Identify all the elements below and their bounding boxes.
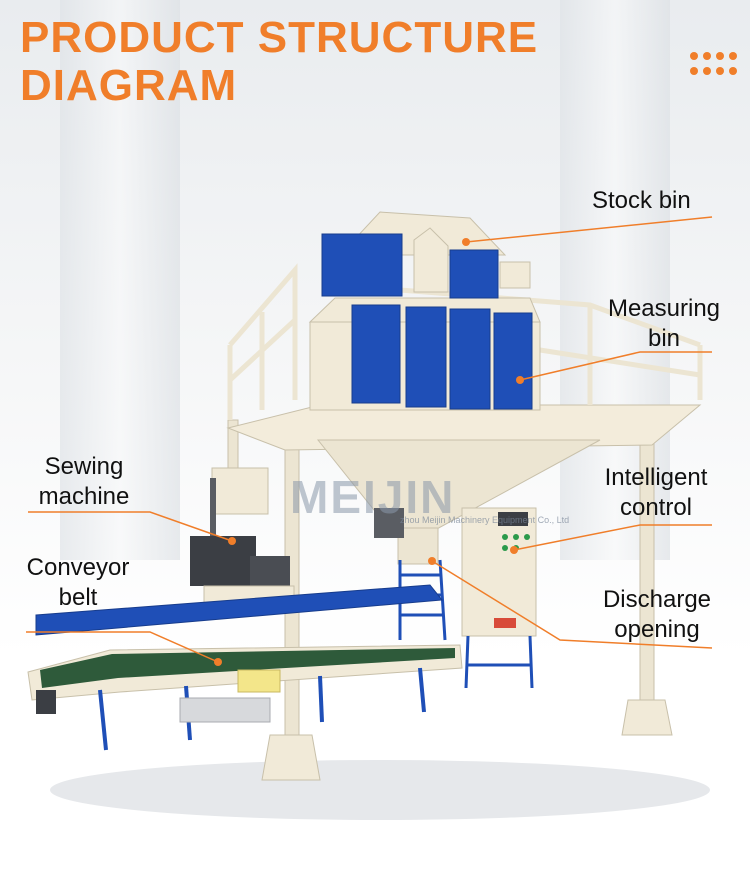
decorative-dots-icon bbox=[690, 52, 738, 76]
conveyor-base-frame bbox=[179, 697, 271, 723]
measuring-bin-panel bbox=[449, 308, 491, 410]
control-nameplate bbox=[494, 618, 516, 628]
label-intelligent-control: Intelligent control bbox=[588, 463, 724, 523]
stock-bin-motor bbox=[499, 261, 531, 289]
label-sewing-machine-line2: machine bbox=[38, 483, 130, 510]
watermark-company: zhou Meijin Machinery Equipment Co., Ltd bbox=[400, 515, 570, 525]
label-measuring-bin: Measuring bin bbox=[600, 294, 728, 354]
label-conveyor-belt-line1: Conveyor bbox=[26, 554, 130, 581]
label-intelligent-control-line1: Intelligent bbox=[604, 464, 708, 491]
watermark-brand: MEIJIN bbox=[290, 471, 456, 523]
stock-bin-panel bbox=[321, 233, 403, 297]
label-sewing-machine: Sewing machine bbox=[28, 452, 140, 512]
sewing-head bbox=[190, 536, 256, 586]
label-stock-bin: Stock bin bbox=[592, 187, 691, 214]
leader-lines bbox=[26, 216, 713, 663]
sewing-column bbox=[210, 478, 216, 548]
label-measuring-bin-line2: bin bbox=[647, 325, 681, 352]
conveyor-nameplate bbox=[237, 669, 281, 693]
label-conveyor-belt: Conveyor belt bbox=[16, 553, 140, 613]
background-pillar bbox=[60, 0, 180, 560]
stock-bin-chute bbox=[413, 227, 449, 293]
cabinet-stand bbox=[464, 635, 534, 689]
page-title: PRODUCT STRUCTURE DIAGRAM bbox=[20, 14, 538, 110]
measuring-bin-panel bbox=[493, 312, 533, 410]
control-display bbox=[498, 512, 528, 526]
platform-deck bbox=[226, 404, 702, 451]
leg-foot bbox=[261, 734, 321, 781]
label-discharge-opening-line1: Discharge bbox=[602, 586, 712, 613]
label-discharge-opening-line2: opening bbox=[614, 616, 700, 643]
label-sewing-machine-line1: Sewing bbox=[44, 453, 124, 480]
sewing-control-box bbox=[211, 467, 269, 515]
control-cabinet bbox=[461, 507, 537, 637]
ground-shadow bbox=[50, 760, 710, 820]
title-line-1: PRODUCT STRUCTURE bbox=[20, 13, 539, 62]
title-line-2: DIAGRAM bbox=[20, 61, 238, 110]
measuring-bin-panel bbox=[405, 306, 447, 408]
label-intelligent-control-line2: control bbox=[619, 494, 693, 521]
label-conveyor-belt-line2: belt bbox=[58, 584, 98, 611]
measuring-bin-panel bbox=[351, 304, 401, 404]
clamp-cylinder bbox=[374, 508, 404, 538]
conveyor-belt-surface bbox=[40, 648, 455, 688]
label-measuring-bin-line1: Measuring bbox=[607, 295, 721, 322]
conveyor-guide bbox=[35, 584, 443, 636]
stock-bin-panel bbox=[449, 249, 499, 299]
leg-foot bbox=[621, 699, 673, 736]
leader-points bbox=[214, 238, 524, 666]
conveyor-motor bbox=[36, 690, 56, 714]
label-discharge-opening: Discharge opening bbox=[590, 585, 724, 645]
